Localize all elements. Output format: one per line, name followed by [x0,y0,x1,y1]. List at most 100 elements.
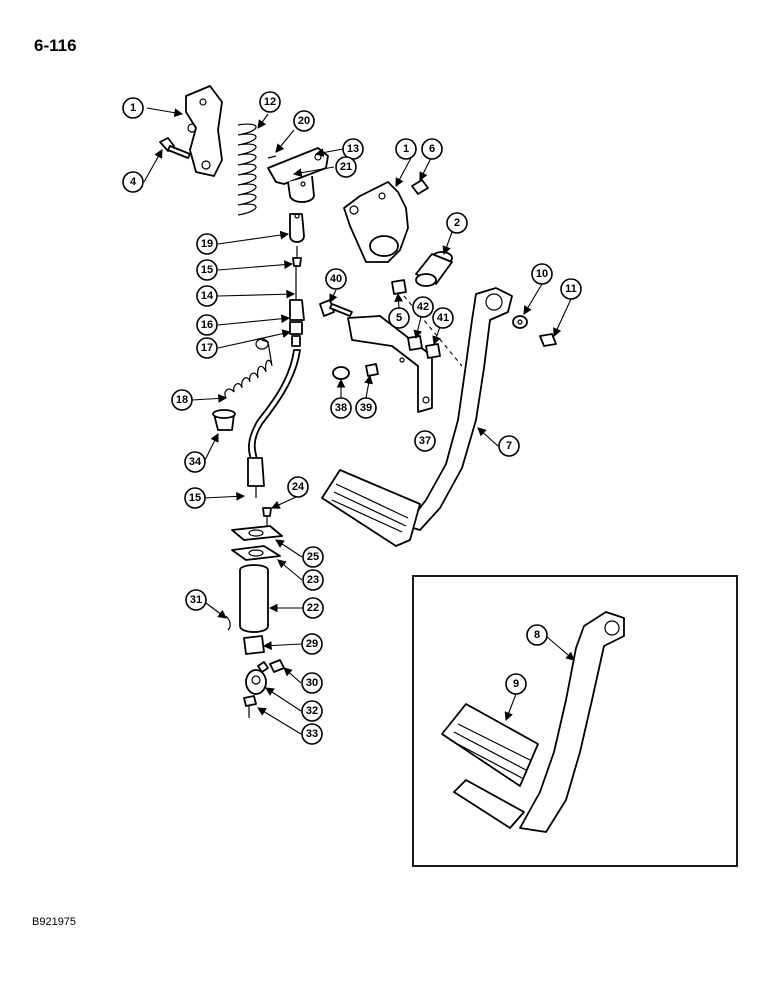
svg-text:37: 37 [419,435,431,447]
pad-part-9 [441,703,539,787]
bracket-assembly [347,315,433,413]
svg-text:6: 6 [429,143,435,155]
callout-15-bottom: 15 [184,487,206,509]
clip-part-31 [225,615,231,631]
plate-part-25 [231,525,283,541]
bolt-part-4 [159,137,191,159]
svg-text:40: 40 [330,273,342,285]
callout-11: 11 [560,278,582,300]
callout-10: 10 [531,263,553,285]
callout-40: 40 [325,268,347,290]
leader-lines [143,107,575,735]
callout-39: 39 [355,397,377,419]
svg-text:38: 38 [335,402,347,414]
callout-34: 34 [184,451,206,473]
svg-text:2: 2 [454,217,460,229]
svg-text:11: 11 [565,283,577,295]
callout-14: 14 [196,285,218,307]
callout-6: 6 [421,138,443,160]
washer-part-10 [512,315,528,329]
svg-text:23: 23 [307,574,319,586]
spring-part-18 [224,338,273,399]
pedal-part-8 [453,611,625,833]
svg-text:7: 7 [506,440,512,452]
callout-30: 30 [301,672,323,694]
svg-text:12: 12 [264,96,276,108]
lever-part-13 [267,147,329,203]
bracket-part-3 [185,85,223,177]
grommet-part-34 [212,409,236,431]
callout-12: 12 [259,91,281,113]
svg-text:41: 41 [437,312,449,324]
housing-part-1 [343,181,409,263]
callout-13: 13 [342,138,364,160]
callout-41: 41 [432,307,454,329]
screw-part-24 [262,507,272,528]
svg-text:17: 17 [201,342,213,354]
clamp-part-29 [243,635,265,655]
nut-part-42 [407,335,423,351]
svg-text:5: 5 [396,312,402,324]
callout-15-top: 15 [196,259,218,281]
svg-text:29: 29 [306,638,318,650]
cap-part-38 [332,366,350,380]
callout-25: 25 [302,546,324,568]
callout-29: 29 [301,633,323,655]
svg-text:25: 25 [307,551,319,563]
tube-part-22 [239,564,269,633]
svg-text:32: 32 [306,705,318,717]
svg-text:1: 1 [403,143,409,155]
svg-text:13: 13 [347,143,359,155]
bolt-part-6 [411,179,429,195]
spring-part-12 [237,123,257,216]
callout-37: 37 [414,430,436,452]
page-number: 6-116 [34,36,77,55]
nut-part-39 [365,363,379,377]
callout-31: 31 [185,589,207,611]
callout-42: 42 [412,296,434,318]
callout-38: 38 [330,397,352,419]
bushing-part-2 [415,251,453,287]
svg-text:9: 9 [513,678,519,690]
callout-24: 24 [287,476,309,498]
bolt-part-33 [243,695,257,718]
gasket-part-23 [231,545,281,561]
clevis-part-19 [289,213,305,243]
bolt-part-30 [269,659,285,673]
svg-text:15: 15 [201,264,213,276]
figure-code: B921975 [32,916,77,928]
svg-text:30: 30 [306,677,318,689]
svg-text:14: 14 [201,290,214,302]
callout-18: 18 [171,389,193,411]
callout-7: 7 [498,435,520,457]
svg-text:16: 16 [201,319,213,331]
nut-part-5 [391,279,407,295]
callout-1: 1 [395,138,417,160]
callout-16: 16 [196,314,218,336]
callout-8: 8 [526,624,548,646]
svg-text:15: 15 [189,492,201,504]
rod-end-part-32 [245,661,269,695]
svg-text:8: 8 [534,629,540,641]
svg-text:31: 31 [190,594,202,606]
callout-5: 5 [388,307,410,329]
callout-3: 1 [122,97,144,119]
callout-2: 2 [446,212,468,234]
callout-21: 21 [335,156,357,178]
pin-part-20 [267,155,277,159]
nut-part-41 [425,343,441,359]
svg-text:1: 1 [130,102,136,114]
callout-22: 22 [302,597,324,619]
svg-text:42: 42 [417,301,429,313]
cable-assembly [247,246,305,498]
callout-4: 4 [122,171,144,193]
svg-text:39: 39 [360,402,372,414]
bolt-part-11 [539,333,557,347]
callout-9: 9 [505,673,527,695]
callout-32: 32 [301,700,323,722]
svg-text:20: 20 [298,115,310,127]
svg-text:10: 10 [536,268,548,280]
callout-33: 33 [301,723,323,745]
inset-frame [412,575,738,867]
